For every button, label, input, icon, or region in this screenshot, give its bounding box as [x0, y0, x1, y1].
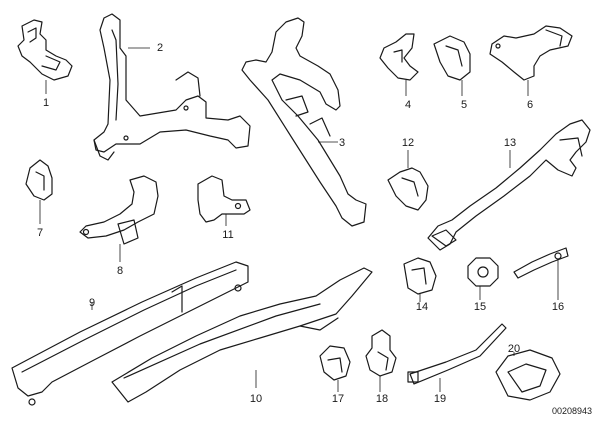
part-9-channel	[11, 261, 249, 406]
part-14-clip	[403, 257, 437, 302]
callout-4: 4	[405, 99, 411, 111]
callout-11: 11	[222, 229, 233, 241]
callout-14: 14	[416, 301, 428, 313]
part-17-clip	[319, 345, 351, 392]
callout-3: 3	[339, 137, 345, 149]
callout-13: 13	[504, 137, 516, 149]
callout-6: 6	[527, 99, 533, 111]
part-2-frame-bracket	[93, 13, 251, 161]
callout-9: 9	[89, 297, 95, 309]
part-4-clip	[379, 33, 419, 96]
callout-16: 16	[552, 301, 564, 313]
part-16-cable-tie	[513, 247, 569, 300]
part-6-bracket	[489, 25, 573, 96]
part-19-cable-tie	[407, 323, 507, 392]
part-1-bracket	[17, 19, 73, 94]
callout-20: 20	[508, 343, 520, 355]
part-7-clip	[25, 159, 53, 224]
part-13-long-bracket	[427, 119, 591, 251]
part-20-clip	[495, 349, 561, 401]
part-10-tray	[111, 267, 373, 403]
part-18-clip	[365, 329, 397, 392]
callout-1: 1	[43, 97, 49, 109]
callout-8: 8	[117, 265, 123, 277]
callout-18: 18	[376, 393, 388, 405]
part-12-clip	[387, 150, 429, 211]
part-8-bracket	[79, 175, 159, 262]
callout-15: 15	[474, 301, 486, 313]
callout-2: 2	[157, 42, 163, 54]
reference-number: 00208943	[552, 406, 592, 416]
callout-17: 17	[332, 393, 344, 405]
callout-10: 10	[250, 393, 262, 405]
callout-5: 5	[461, 99, 467, 111]
part-11-bracket	[197, 175, 251, 226]
callout-19: 19	[434, 393, 446, 405]
part-15-clip	[467, 257, 499, 300]
part-3-long-bracket	[241, 17, 367, 227]
callout-12: 12	[402, 137, 414, 149]
callout-7: 7	[37, 227, 43, 239]
part-5-clip	[433, 35, 471, 96]
